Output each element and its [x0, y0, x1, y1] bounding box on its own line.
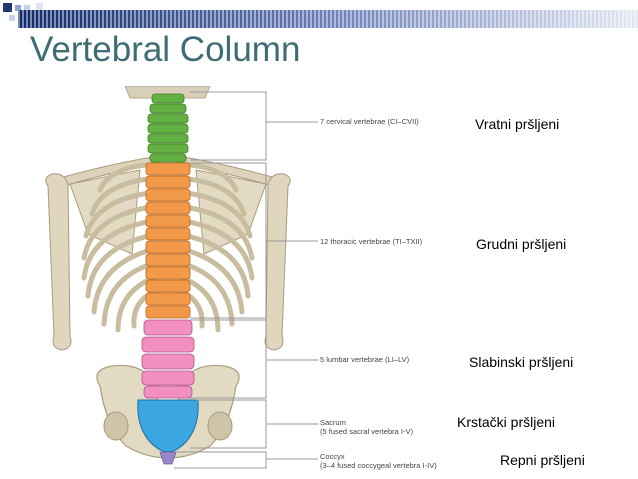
decorative-squares — [3, 3, 43, 21]
sacrum-anatomy-label: Sacrum — [320, 418, 346, 427]
thoracic-anatomy-label: 12 thoracic vertebrae (TI–TXII) — [320, 237, 423, 246]
coccyx-anatomy-label: Coccyx — [320, 452, 345, 461]
sacrum-anatomy-sublabel: (5 fused sacral vertebra I-V) — [320, 427, 413, 436]
coccyx-anatomy-sublabel: (3–4 fused coccygeal vertebra I-IV) — [320, 461, 437, 470]
skull-base — [124, 86, 211, 99]
sacrum-translation-label: Krstački pršljeni — [457, 414, 556, 430]
left-hip-socket — [103, 411, 129, 441]
right-humerus — [264, 173, 291, 351]
right-hip-socket — [207, 411, 233, 441]
lumbar-anatomy-label: 5 lumbar vertebrae (LI–LV) — [320, 355, 410, 364]
header-banner — [18, 10, 638, 28]
left-humerus — [45, 173, 72, 351]
lumbar-translation-label: Slabinski pršljeni — [469, 354, 574, 370]
lumbar-vertebrae — [141, 319, 195, 399]
cervical-translation-label: Vratni pršljeni — [475, 116, 560, 132]
cervical-anatomy-label: 7 cervical vertebrae (CI–CVII) — [320, 117, 419, 126]
thoracic-vertebrae — [145, 162, 191, 319]
coccyx — [159, 451, 177, 465]
cervical-vertebrae — [147, 93, 189, 163]
region-brackets — [174, 91, 318, 469]
vertebral-column-illustration — [45, 86, 318, 469]
slide-title: Vertebral Column — [30, 30, 301, 69]
coccyx-translation-label: Repni pršljeni — [500, 452, 585, 468]
thoracic-translation-label: Grudni pršljeni — [476, 236, 567, 252]
